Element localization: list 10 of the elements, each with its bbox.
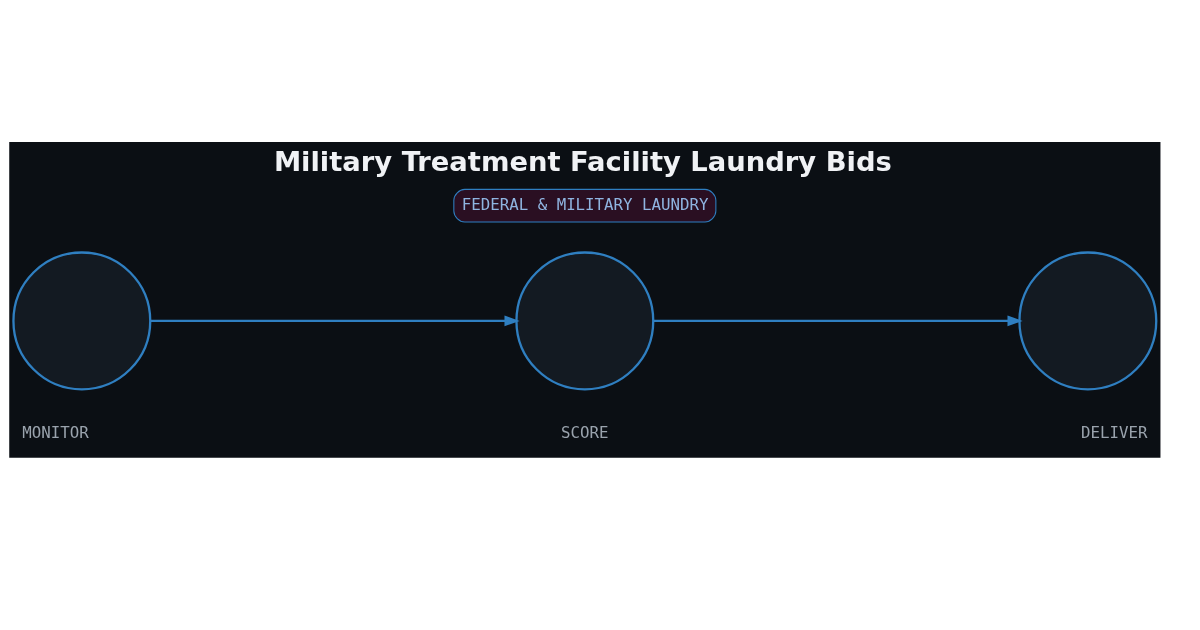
- node-circle: [1018, 251, 1158, 391]
- node-circle: [515, 251, 655, 391]
- node-circle: [12, 251, 152, 391]
- arrow: [150, 315, 520, 327]
- node-label: SCORE: [561, 423, 609, 443]
- node-label: MONITOR: [22, 423, 89, 443]
- label: FEDERAL & MILITARY LAUNDRY: [461, 194, 709, 214]
- node-label: DELIVER: [1080, 423, 1148, 443]
- arrow: [653, 315, 1023, 327]
- diagram-title: Military Treatment Facility Laundry Bids: [273, 146, 892, 178]
